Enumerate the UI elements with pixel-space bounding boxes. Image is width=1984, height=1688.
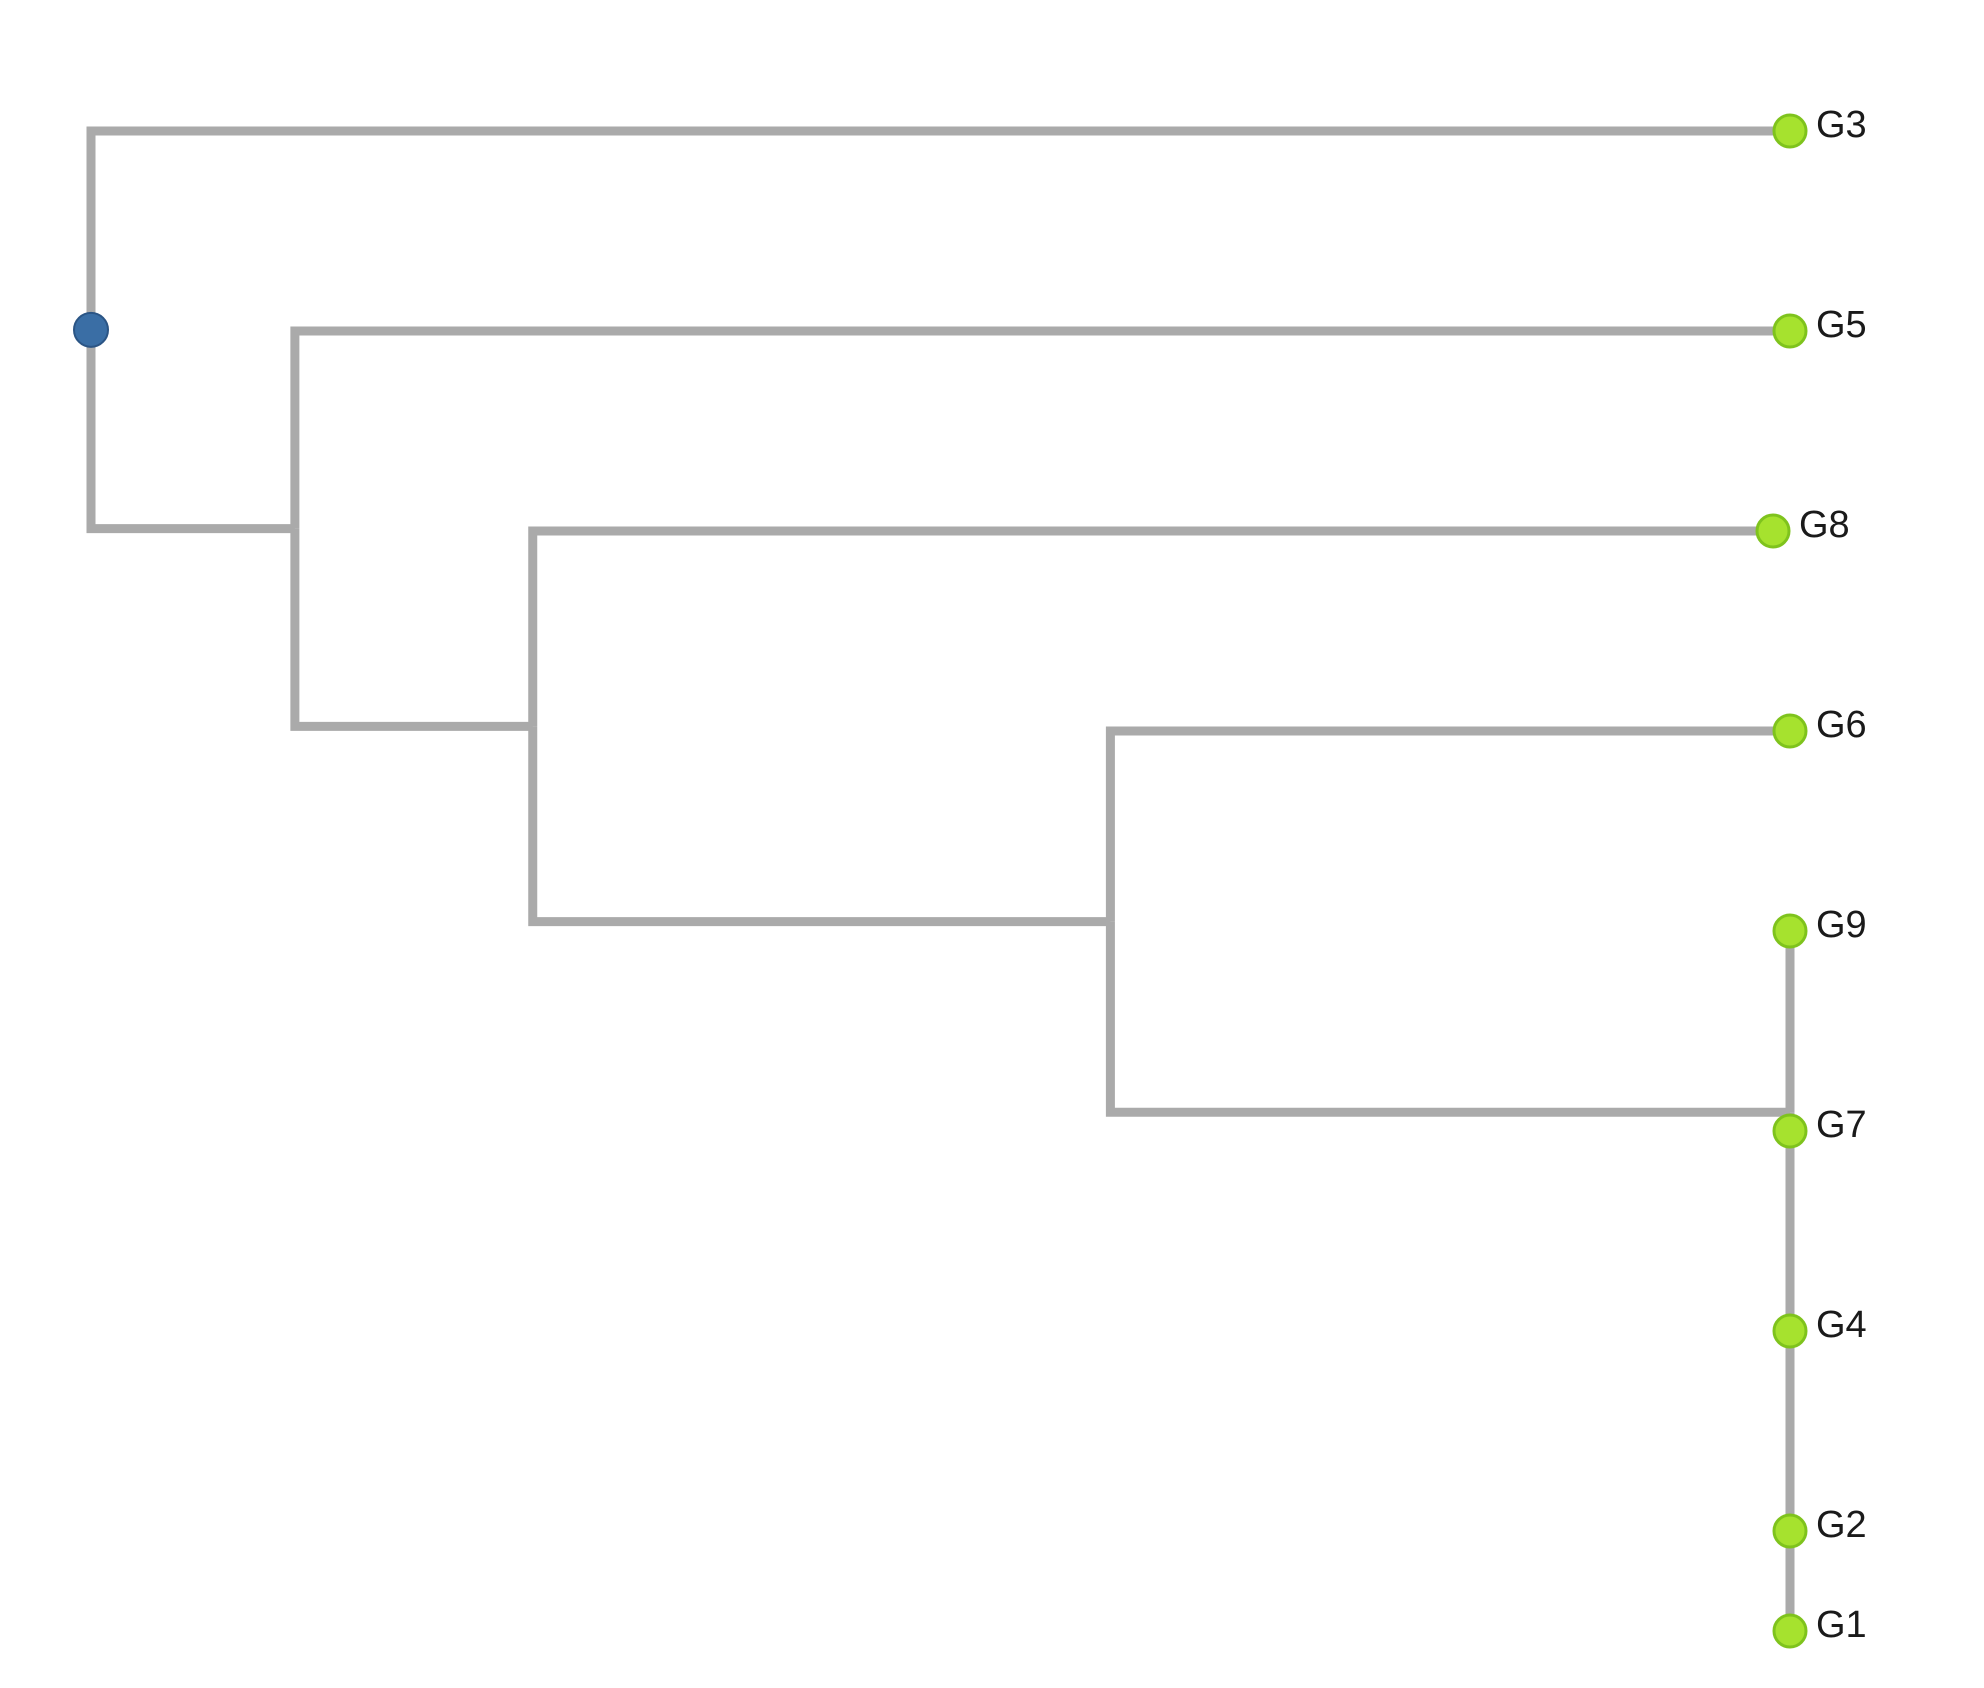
branch-N3-G6 (1105, 726, 1790, 922)
leaf-node-G3[interactable] (1772, 113, 1808, 149)
leaf-node-G8[interactable] (1755, 513, 1791, 549)
leaf-label-G3: G3 (1816, 104, 1867, 146)
leaf-label-G8: G8 (1799, 504, 1850, 546)
branch-N1-N2 (290, 528, 533, 731)
branch-N2-N3 (528, 726, 1111, 927)
leaf-node-G4[interactable] (1772, 1313, 1808, 1349)
node-group (73, 113, 1808, 1649)
branch-N1-G5 (290, 326, 1790, 529)
branch-group (86, 126, 1795, 1631)
branch-N3-N4 (1105, 921, 1790, 1117)
leaf-label-G2: G2 (1816, 1504, 1867, 1546)
leaf-node-G1[interactable] (1772, 1613, 1808, 1649)
leaf-node-G5[interactable] (1772, 313, 1808, 349)
leaf-node-G9[interactable] (1772, 913, 1808, 949)
leaf-label-G1: G1 (1816, 1604, 1867, 1646)
leaf-label-G5: G5 (1816, 304, 1867, 346)
leaf-node-G7[interactable] (1772, 1113, 1808, 1149)
branch-N0-G3 (86, 126, 1790, 330)
leaf-label-G7: G7 (1816, 1104, 1867, 1146)
leaf-node-G2[interactable] (1772, 1513, 1808, 1549)
leaf-label-G4: G4 (1816, 1304, 1867, 1346)
branch-N0-N1 (86, 329, 295, 534)
branch-N2-G8 (528, 526, 1774, 727)
root-node[interactable] (73, 311, 109, 348)
leaf-node-G6[interactable] (1772, 713, 1808, 749)
leaf-label-G6: G6 (1816, 704, 1867, 746)
leaf-label-G9: G9 (1816, 904, 1867, 946)
